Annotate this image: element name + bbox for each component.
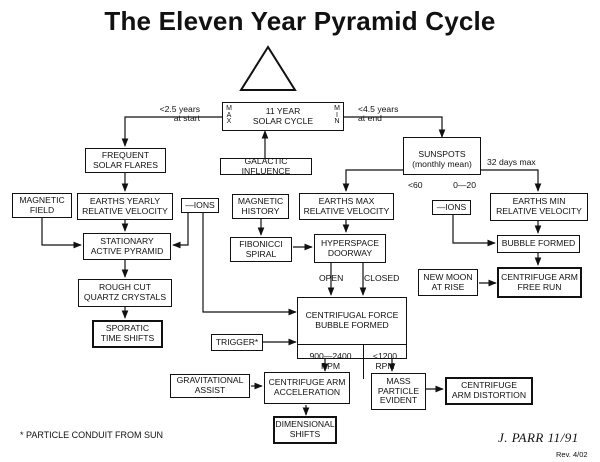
sunspots-low: <60: [408, 179, 423, 190]
revision-label: Rev. 4/02: [556, 450, 588, 459]
sporatic-time-shifts-box: SPORATIC TIME SHIFTS: [92, 320, 163, 348]
rpm-open: 900—2400 RPM: [298, 344, 364, 379]
centrifuge-acceleration-box: CENTRIFUGE ARM ACCELERATION: [264, 372, 350, 404]
earths-max-box: EARTHS MAX RELATIVE VELOCITY: [299, 193, 394, 220]
bubble-formed-box: BUBBLE FORMED: [497, 235, 580, 253]
diagram-title: The Eleven Year Pyramid Cycle: [104, 6, 496, 36]
min-tag: M I N: [334, 105, 340, 126]
max-tag: M A X: [226, 105, 232, 126]
arm-distortion-box: CENTRIFUGE ARM DISTORTION: [445, 377, 533, 405]
hyperspace-doorway-box: HYPERSPACE DOORWAY: [314, 234, 386, 263]
sunspots-label: SUNSPOTS (monthly mean): [412, 148, 472, 169]
sunspots-range: 0—20: [453, 179, 476, 190]
earths-yearly-box: EARTHS YEARLY RELATIVE VELOCITY: [77, 193, 173, 220]
closed-label: CLOSED: [364, 273, 400, 283]
stationary-pyramid-box: STATIONARY ACTIVE PYRAMID: [83, 233, 171, 260]
magnetic-field-box: MAGNETIC FIELD: [12, 193, 72, 218]
author-signature: J. PARR 11/91: [498, 430, 579, 445]
footnote: * PARTICLE CONDUIT FROM SUN: [20, 430, 164, 440]
centrifugal-force-label: CENTRIFUGAL FORCE BUBBLE FORMED: [305, 310, 399, 330]
solar-cycle-label: 11 YEAR SOLAR CYCLE: [252, 105, 314, 126]
open-label: OPEN: [319, 273, 344, 283]
earths-min-box: EARTHS MIN RELATIVE VELOCITY: [490, 193, 588, 221]
branch-left-label: <2.5 years at start: [159, 104, 200, 124]
mass-particle-box: MASS PARTICLE EVIDENT: [371, 373, 426, 410]
solar-cycle-box: [222, 102, 344, 131]
sunspots-box: SUNSPOTS (monthly mean) <60 0—20: [403, 137, 481, 189]
gravitational-assist-box: GRAVITATIONAL ASSIST: [170, 374, 250, 398]
ions-right-box: —IONS: [432, 200, 471, 215]
solar-flares-box: FREQUENT SOLAR FLARES: [85, 148, 166, 173]
dimensional-shifts-box: DIMENSIONAL SHIFTS: [273, 416, 337, 444]
fibonacci-box: FIBONICCI SPIRAL: [230, 237, 292, 262]
rpm-closed: <1200 RPM: [372, 350, 398, 371]
magnetic-history-box: MAGNETIC HISTORY: [232, 194, 289, 219]
galactic-influence-box: GALACTIC INFLUENCE: [220, 156, 312, 175]
pyramid-triangle-icon: [239, 45, 297, 91]
branch-right-label: <4.5 years at end: [358, 104, 399, 124]
ions-left-box: —IONS: [181, 198, 219, 213]
days-max-label: 32 days max: [487, 157, 536, 167]
rough-cut-quartz-box: ROUGH CUT QUARTZ CRYSTALS: [78, 279, 172, 307]
centrifugal-force-box: CENTRIFUGAL FORCE BUBBLE FORMED 900—2400…: [297, 297, 407, 379]
trigger-box: TRIGGER*: [211, 334, 263, 351]
new-moon-box: NEW MOON AT RISE: [418, 269, 478, 296]
centrifuge-free-run-box: CENTRIFUGE ARM FREE RUN: [497, 267, 582, 298]
